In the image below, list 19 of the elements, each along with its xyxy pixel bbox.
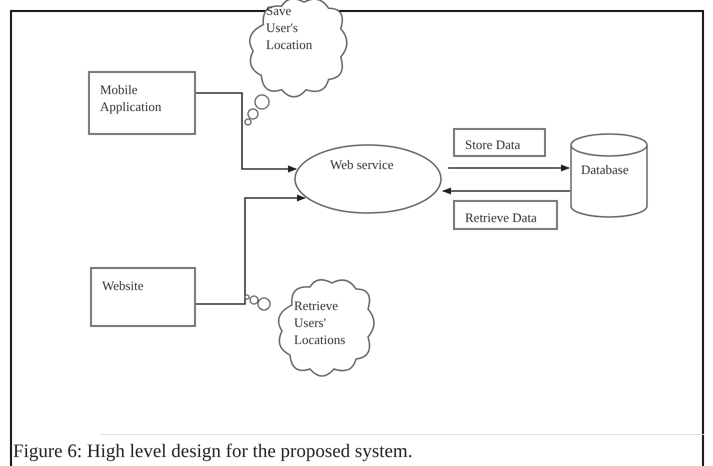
node-label: Database — [581, 161, 629, 178]
database-cylinder — [570, 133, 648, 218]
node-label: Save User's Location — [266, 2, 314, 53]
arrow — [196, 194, 306, 305]
node-label: Website — [102, 277, 144, 294]
node-label: Retrieve Data — [465, 209, 537, 226]
process-box — [88, 71, 196, 135]
node-label: Retrieve Users' Locations — [294, 297, 346, 348]
node-label: Mobile Application — [100, 81, 162, 115]
process-box — [453, 128, 546, 157]
node-label: Web service — [330, 156, 394, 173]
process-box — [453, 200, 558, 230]
arrow — [442, 187, 570, 195]
process-ellipse — [294, 144, 442, 214]
arrow — [448, 164, 570, 172]
arrow — [196, 92, 297, 173]
figure-caption: Figure 6: High level design for the proposed system. — [13, 441, 412, 463]
process-box — [90, 267, 196, 327]
node-label: Store Data — [465, 136, 520, 153]
